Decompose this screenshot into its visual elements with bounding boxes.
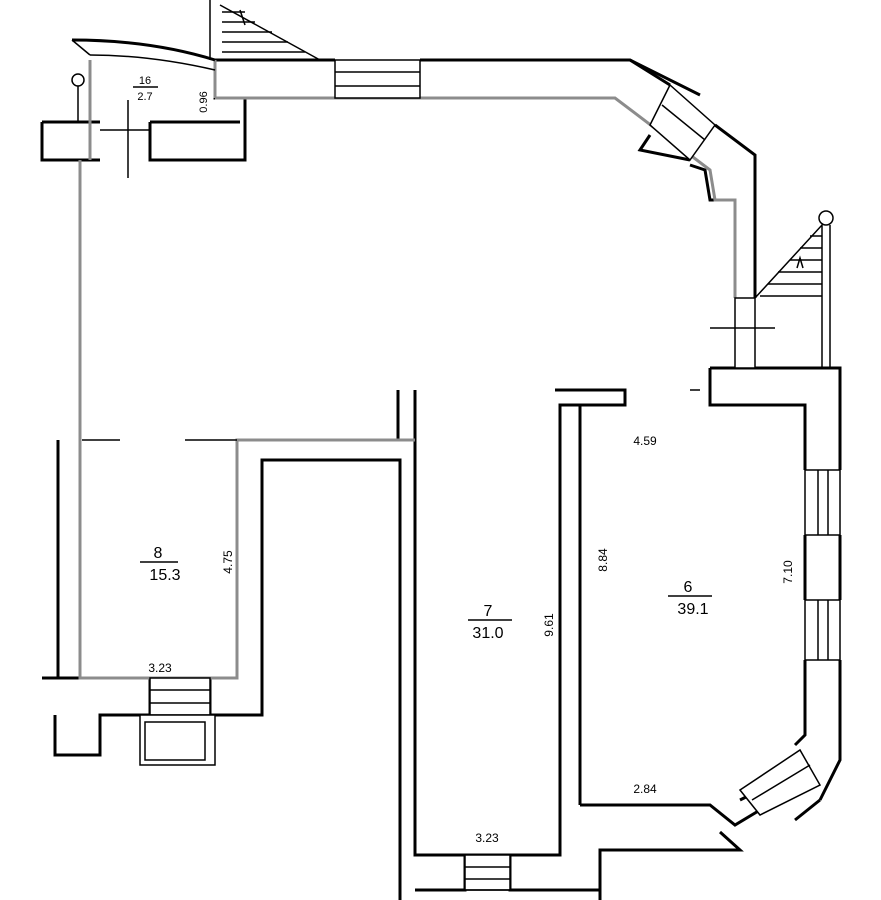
- room-6-label: 6 39.1: [668, 579, 712, 618]
- dim-4-59: 4.59: [633, 434, 657, 448]
- room-6-number: 6: [684, 579, 693, 596]
- room-8-number: 8: [154, 545, 163, 562]
- room-16-area: 2.7: [137, 91, 152, 103]
- small-room-arc: [71, 38, 216, 178]
- stairs: [139, 0, 834, 891]
- dim-4-75: 4.75: [221, 550, 235, 574]
- dim-3-23-room8: 3.23: [148, 661, 172, 675]
- dim-3-23-room7: 3.23: [475, 831, 499, 845]
- inner-gray-walls: [78, 60, 737, 680]
- dim-2-84: 2.84: [633, 782, 657, 796]
- door-marks: [82, 389, 700, 441]
- dim-9-61: 9.61: [542, 613, 556, 637]
- outer-walls: [40, 58, 842, 900]
- dim-7-10: 7.10: [781, 560, 795, 584]
- room-16-number: 16: [139, 75, 151, 87]
- room-8-area: 15.3: [149, 567, 180, 584]
- room-6-area: 39.1: [677, 601, 708, 618]
- room-7-area: 31.0: [472, 625, 503, 642]
- room-16-label: 16 2.7: [133, 75, 158, 103]
- room-7-label: 7 31.0: [468, 603, 512, 642]
- room-8-label: 8 15.3: [140, 545, 181, 584]
- windows: [149, 59, 841, 891]
- dim-8-84: 8.84: [596, 548, 610, 572]
- dim-0-96: 0.96: [198, 91, 210, 112]
- room-7-number: 7: [484, 603, 493, 620]
